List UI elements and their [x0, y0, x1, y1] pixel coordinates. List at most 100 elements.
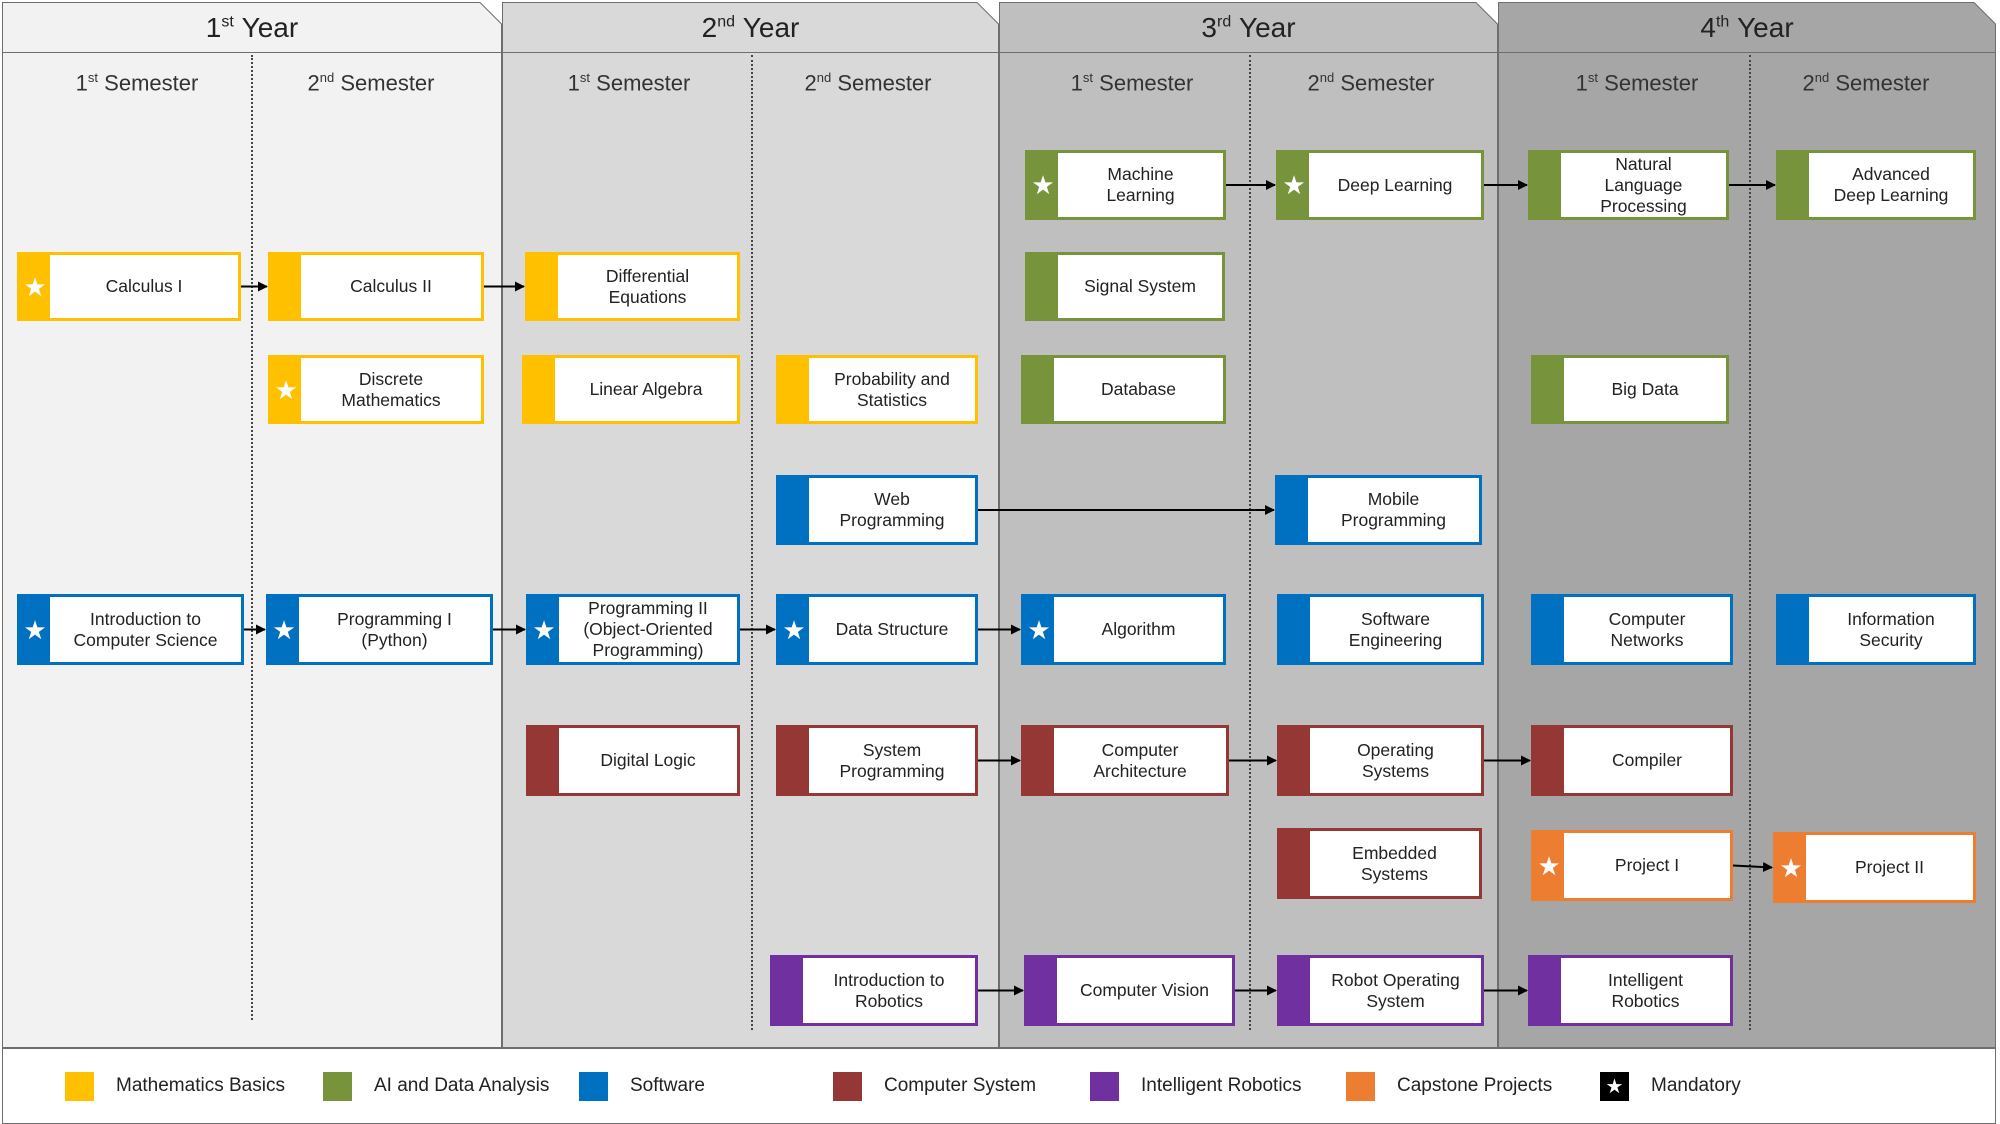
- semester-ordinal: nd: [816, 70, 832, 85]
- course-label: Software Engineering: [1348, 608, 1443, 650]
- course-introrob: Introduction to Robotics: [770, 955, 978, 1026]
- legend-label-cap: Capstone Projects: [1397, 1075, 1553, 1096]
- course-embedded: Embedded Systems: [1277, 828, 1482, 899]
- year-tab-1: 1st Year: [2, 2, 502, 53]
- course-discrete: ★ Discrete Mathematics: [268, 355, 484, 424]
- star-icon: ★: [23, 614, 47, 645]
- legend-swatch-mandatory: ★: [1600, 1071, 1629, 1101]
- category-bar: [271, 255, 301, 318]
- legend-swatch-cap: [1346, 1071, 1375, 1101]
- legend-swatch-robot: [1090, 1071, 1119, 1101]
- category-bar: [1531, 153, 1561, 217]
- category-bar: [529, 728, 559, 793]
- category-bar: [1024, 728, 1054, 793]
- course-se: Software Engineering: [1277, 594, 1484, 665]
- category-bar: [528, 255, 558, 318]
- semester-word: Semester: [1099, 70, 1194, 96]
- course-algo: ★ Algorithm: [1021, 594, 1226, 665]
- category-bar: [1779, 153, 1809, 217]
- course-nlp: Natural Language Processing: [1528, 150, 1729, 220]
- star-icon: ★: [1031, 170, 1055, 200]
- course-linalg: Linear Algebra: [522, 355, 740, 424]
- category-bar: [1534, 597, 1564, 662]
- semester-word: Semester: [837, 70, 932, 96]
- legend-swatch-ai: [323, 1071, 352, 1101]
- year-word: Year: [742, 12, 800, 43]
- semester-word: Semester: [1340, 70, 1435, 96]
- category-bar: ★: [1024, 597, 1054, 662]
- legend-swatch-sw: [579, 1071, 608, 1101]
- category-bar: [1280, 831, 1310, 896]
- semester-title-y2-s2: 2nd Semester: [748, 70, 988, 96]
- semester-number: 2: [804, 70, 817, 96]
- category-bar: [779, 358, 809, 421]
- course-label: Embedded Systems: [1352, 842, 1437, 884]
- year-title-4: 4th Year: [1498, 12, 1996, 44]
- semester-title-y3-s1: 1st Semester: [1012, 70, 1252, 96]
- course-label: Robot Operating System: [1331, 969, 1460, 1011]
- course-ds: ★Data Structure: [776, 594, 978, 665]
- course-label: Programming I (Python): [337, 608, 452, 650]
- course-arch: Computer Architecture: [1021, 725, 1229, 796]
- course-label: Advanced Deep Learning: [1833, 164, 1949, 205]
- course-label: Introduction to Robotics: [833, 969, 945, 1011]
- legend-item-robot: Intelligent Robotics: [1090, 1071, 1302, 1101]
- semester-title-y1-s2: 2nd Semester: [251, 70, 491, 96]
- category-bar: ★: [1534, 833, 1564, 898]
- course-label: Machine Learning: [1106, 164, 1175, 205]
- category-bar: [1280, 597, 1310, 662]
- course-label: System Programming: [839, 739, 945, 781]
- course-label: Signal System: [1084, 276, 1196, 296]
- year-tab-3: 3rd Year: [999, 2, 1498, 53]
- semester-ordinal: st: [579, 70, 591, 85]
- semester-number: 1: [1070, 70, 1083, 96]
- semester-word: Semester: [104, 70, 199, 96]
- course-label: Computer Networks: [1608, 608, 1686, 650]
- legend-item-cap: Capstone Projects: [1346, 1071, 1552, 1101]
- semester-number: 1: [567, 70, 580, 96]
- semester-ordinal: st: [1587, 70, 1599, 85]
- course-label: Calculus II: [350, 276, 432, 296]
- semester-word: Semester: [340, 70, 435, 96]
- course-ml: ★ Machine Learning: [1025, 150, 1226, 220]
- course-label: Algorithm: [1101, 619, 1176, 639]
- course-label: Discrete Mathematics: [341, 368, 441, 410]
- year-tab-2: 2nd Year: [502, 2, 999, 53]
- course-dlogic: Digital Logic: [526, 725, 740, 796]
- semester-title-y3-s2: 2nd Semester: [1251, 70, 1491, 96]
- legend-label-math: Mathematics Basics: [116, 1075, 285, 1096]
- course-label: Linear Algebra: [589, 379, 703, 399]
- course-introcs: ★Introduction to Computer Science: [17, 594, 244, 665]
- semester-title-y4-s1: 1st Semester: [1517, 70, 1757, 96]
- course-os: Operating Systems: [1277, 725, 1484, 796]
- star-icon: ★: [1027, 614, 1051, 645]
- year-word: Year: [241, 12, 299, 43]
- semester-title-y4-s2: 2nd Semester: [1746, 70, 1986, 96]
- category-bar: ★: [779, 597, 809, 662]
- course-label: Compiler: [1611, 750, 1683, 770]
- legend-label-mandatory: Mandatory: [1651, 1075, 1741, 1096]
- category-bar: ★: [20, 597, 50, 662]
- legend-label-robot: Intelligent Robotics: [1141, 1075, 1302, 1096]
- course-label: Computer Architecture: [1093, 739, 1187, 781]
- legend-item-ai: AI and Data Analysis: [323, 1071, 549, 1101]
- category-bar: [779, 478, 809, 542]
- category-bar: ★: [1028, 153, 1058, 217]
- course-label: Web Programming: [839, 489, 945, 530]
- course-label: Probability and Statistics: [834, 368, 950, 410]
- semester-word: Semester: [596, 70, 691, 96]
- semester-title-y2-s1: 1st Semester: [509, 70, 749, 96]
- category-bar: [1779, 597, 1809, 662]
- star-icon: ★: [1537, 850, 1561, 881]
- semester-number: 2: [1307, 70, 1320, 96]
- semester-number: 1: [75, 70, 88, 96]
- semester-ordinal: st: [87, 70, 99, 85]
- course-label: Programming II (Object-Oriented Programm…: [583, 598, 713, 660]
- star-icon: ★: [1605, 1075, 1624, 1098]
- course-proj2: ★Project II: [1773, 832, 1976, 903]
- course-cv: Computer Vision: [1024, 955, 1235, 1026]
- course-prog1: ★Programming I (Python): [266, 594, 493, 665]
- year-panel-2: [502, 52, 999, 1048]
- star-icon: ★: [274, 374, 298, 405]
